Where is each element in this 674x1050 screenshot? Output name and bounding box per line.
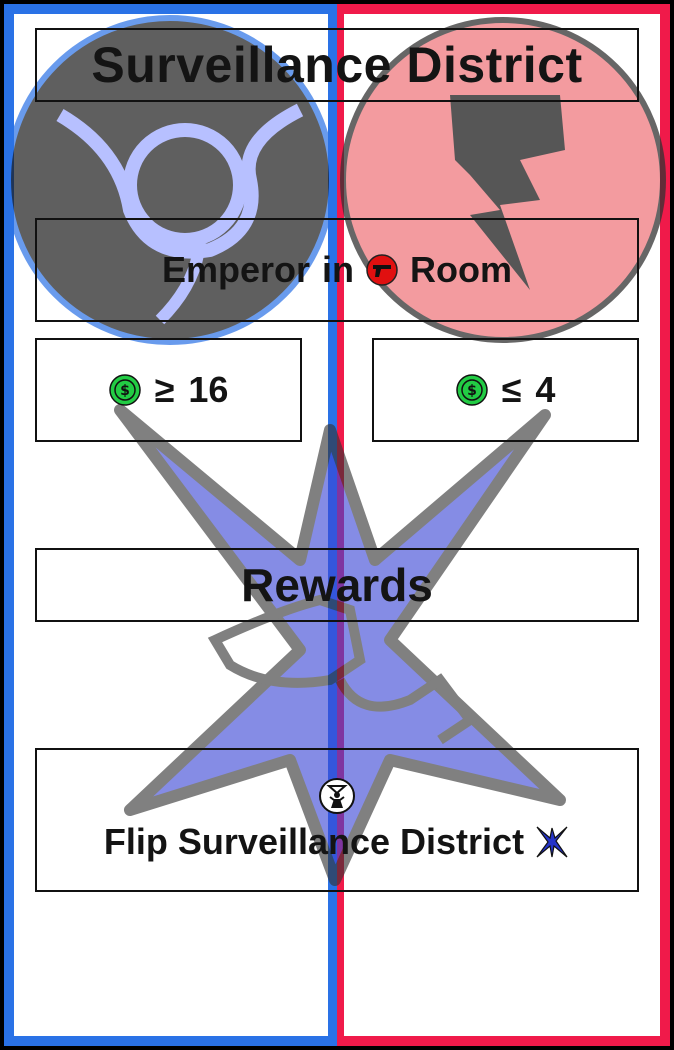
svg-text:$: $ <box>120 383 130 399</box>
condition-word-2: in <box>322 249 355 290</box>
requirement-right-operator: ≤ <box>501 369 522 410</box>
requirement-left-operator: ≥ <box>154 369 175 410</box>
requirement-right-box: $ ≤ 4 <box>372 338 639 442</box>
left-faction-emblem-icon <box>5 15 335 345</box>
rewards-heading: Rewards <box>241 559 433 611</box>
agent-token-icon <box>319 778 355 814</box>
condition-word-3: Room <box>410 249 513 290</box>
reward-box: Flip Surveillance District <box>35 748 639 892</box>
condition-box: Emperor in Room <box>35 218 639 322</box>
rewards-heading-box: Rewards <box>35 548 639 622</box>
blue-star-icon <box>536 826 568 858</box>
requirement-left-value: 16 <box>188 369 229 410</box>
reward-text: Flip Surveillance District <box>103 821 525 862</box>
requirement-left-box: $ ≥ 16 <box>35 338 302 442</box>
card-title-box: Surveillance District <box>35 28 639 102</box>
condition-word-1: Emperor <box>161 249 311 290</box>
dollar-coin-icon: $ <box>108 374 141 406</box>
requirement-right-value: 4 <box>535 369 556 410</box>
card-title: Surveillance District <box>91 37 583 93</box>
gun-token-icon <box>366 254 398 286</box>
dollar-coin-icon: $ <box>455 374 488 406</box>
svg-text:$: $ <box>467 383 477 399</box>
